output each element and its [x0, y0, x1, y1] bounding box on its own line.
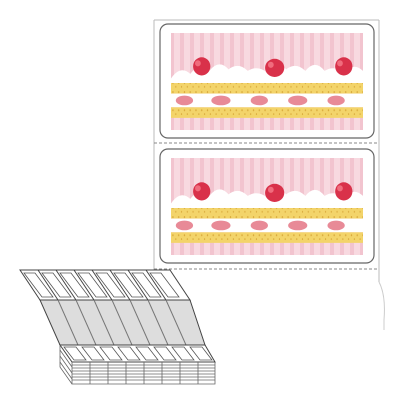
- fanfold-stack-icon: [19, 269, 216, 385]
- label-liner: [153, 19, 385, 330]
- label-1: [159, 23, 375, 139]
- label-2: [159, 148, 375, 264]
